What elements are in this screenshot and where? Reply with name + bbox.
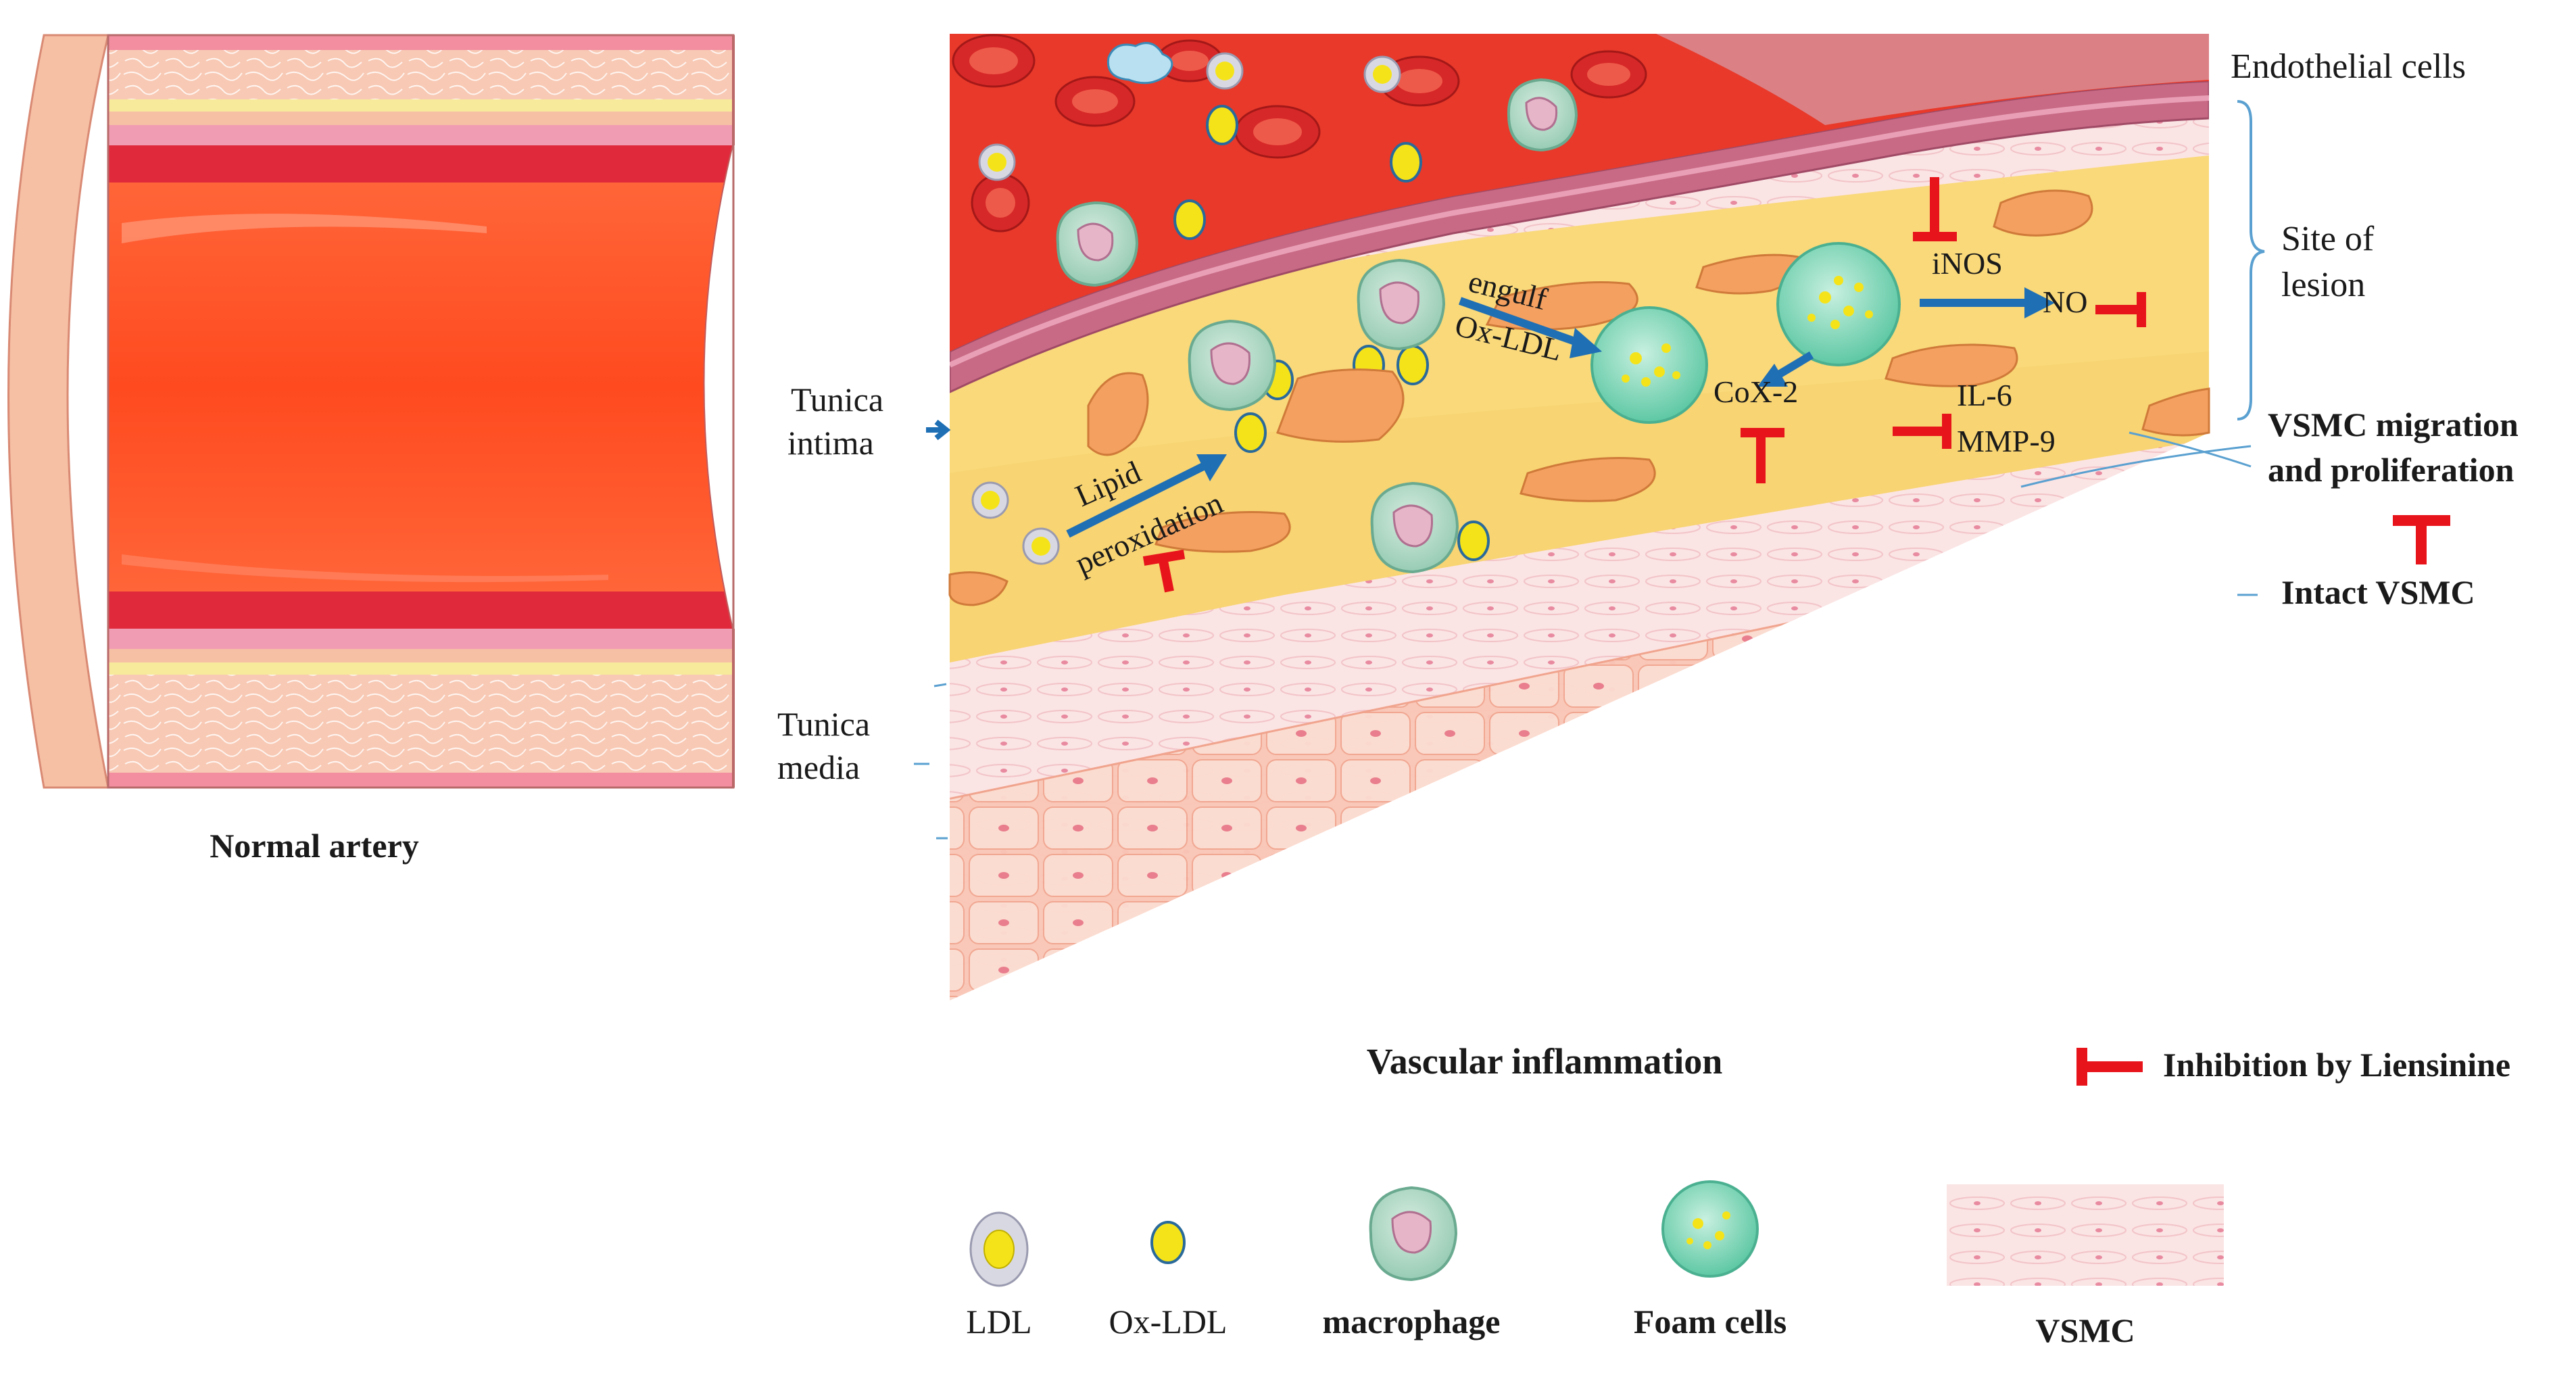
mmp9-label: MMP-9 <box>1957 424 2056 458</box>
legend-vsmc-label: VSMC <box>2035 1311 2135 1349</box>
site-of-lesion-label-line1: Site of <box>2281 220 2375 258</box>
inhibit-cox2-marker <box>1741 428 1784 483</box>
legend-macrophage: macrophage <box>1323 1186 1501 1340</box>
site-of-lesion-bracket <box>2237 100 2265 420</box>
legend-ox-ldl: Ox-LDL <box>1109 1221 1228 1340</box>
legend-foam-cells: Foam cells <box>1634 1180 1787 1340</box>
inhibition-markers <box>1142 177 2146 593</box>
inhibit-lipid-peroxidation-marker <box>1142 550 1186 593</box>
normal-artery-illustration <box>7 34 757 789</box>
il6-label: IL-6 <box>1957 378 2012 412</box>
migrating-vsmc-cells <box>948 189 2210 606</box>
tunica-media-label-line1: Tunica <box>777 705 870 743</box>
ox-ldl-particles <box>1173 105 1490 561</box>
tunica-intima-arrow <box>926 419 951 441</box>
tunica-media-brackets <box>914 683 948 840</box>
legend-ox-ldl-label: Ox-LDL <box>1109 1303 1228 1340</box>
no-label: NO <box>2043 285 2087 319</box>
site-of-lesion-label-line2: lesion <box>2281 266 2365 304</box>
vsmc-migration-label-line2: and proliferation <box>2268 451 2514 489</box>
inhibition-legend-label: Inhibition by Liensinine <box>2163 1046 2510 1084</box>
legend-foam-cells-label: Foam cells <box>1634 1303 1787 1340</box>
intact-vsmc-label: Intact VSMC <box>2281 573 2475 611</box>
process-arrows <box>1066 287 2055 538</box>
inhibit-il6-mmp9-marker <box>1893 414 1951 449</box>
tunica-intima-label-line1: Tunica <box>791 381 883 418</box>
legend: LDL Ox-LDL macrophage Foam cells VSMC <box>966 1180 2224 1349</box>
vsmc-migration-leaders <box>2020 431 2252 488</box>
normal-artery-label: Normal artery <box>210 827 419 865</box>
vascular-inflammation-label: Vascular inflammation <box>1367 1041 1723 1082</box>
vsmc-migration-label-line1: VSMC migration <box>2268 406 2519 443</box>
macrophages <box>1056 78 1578 574</box>
foam-cells <box>1590 242 1901 424</box>
tunica-media-label-line2: media <box>777 748 860 786</box>
inhibit-inos-marker <box>1913 177 1957 241</box>
cox2-label: CoX-2 <box>1714 375 1798 409</box>
legend-macrophage-label: macrophage <box>1323 1303 1501 1340</box>
inhibit-vsmc-migration-marker <box>2393 515 2450 564</box>
inhibition-legend-symbol <box>2076 1048 2143 1086</box>
tunica-intima-label-line2: intima <box>787 424 874 462</box>
vascular-inflammation-illustration: engulf Ox-LDL Lipid peroxidation iNOS NO… <box>948 34 2210 1000</box>
ldl-particles <box>971 52 1401 565</box>
inhibit-no-marker <box>2095 292 2146 327</box>
legend-vsmc: VSMC <box>1947 1184 2224 1349</box>
lipid-cluster <box>1107 42 1173 84</box>
legend-ldl-label: LDL <box>966 1303 1031 1340</box>
inos-label: iNOS <box>1932 246 2003 281</box>
legend-ldl: LDL <box>966 1211 1032 1340</box>
endothelial-cells-label: Endothelial cells <box>2231 47 2466 86</box>
